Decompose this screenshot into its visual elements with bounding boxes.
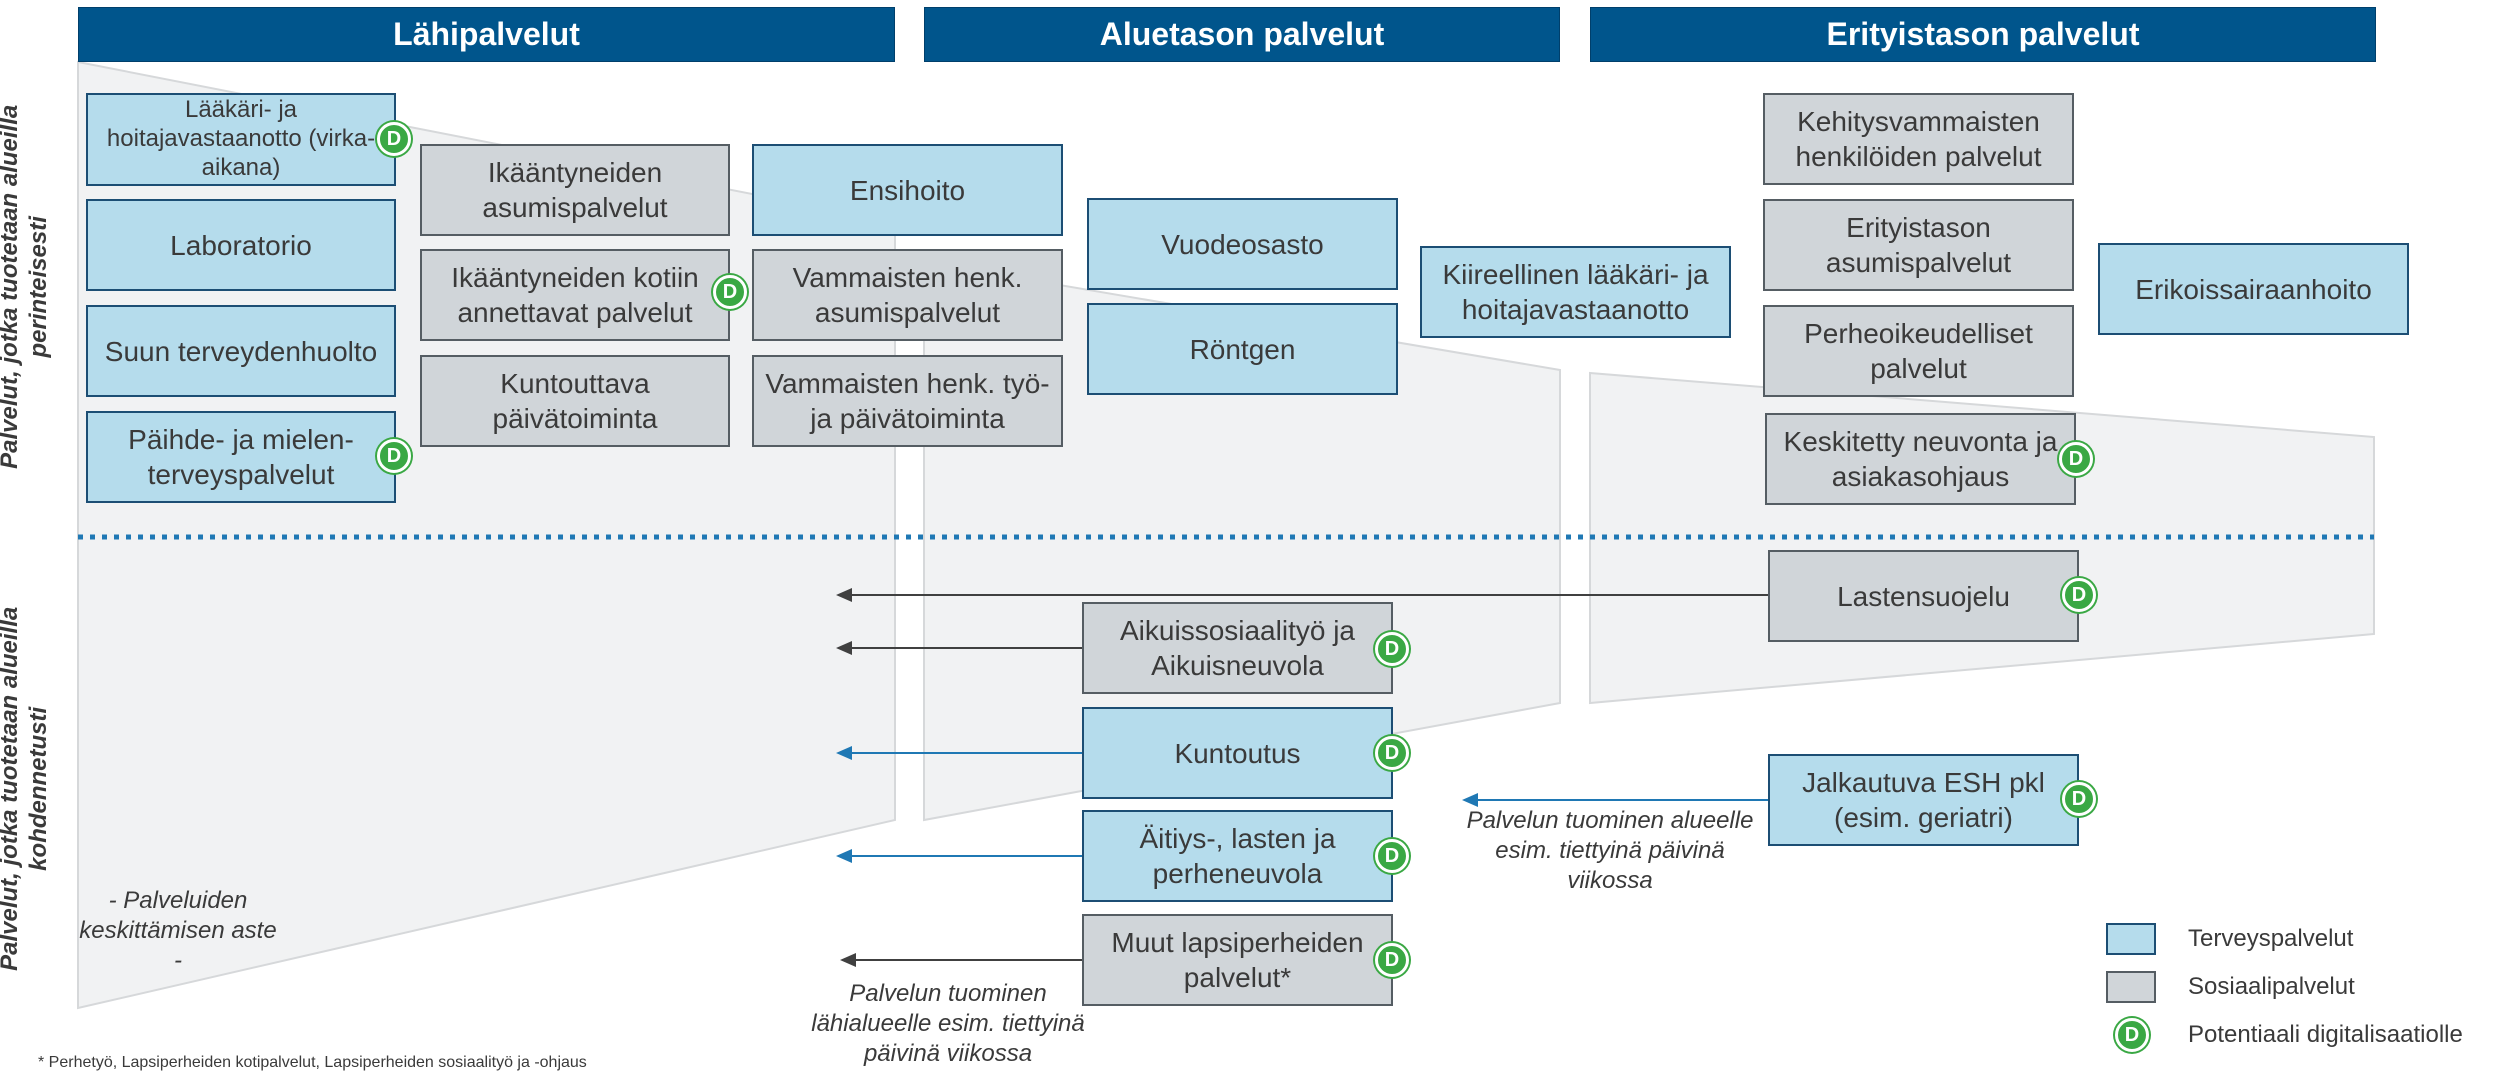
box-vuodeosasto: Vuodeosasto <box>1087 198 1398 290</box>
box-vammaisten-asumispalvelut: Vammaisten henk. asumispalvelut <box>752 249 1063 341</box>
header-erityistason-palvelut: Erityistason palvelut <box>1590 7 2376 62</box>
note-tuominen-lahialueelle: Palvelun tuominen lähialueelle esim. tie… <box>811 980 1085 1067</box>
digital-badge-icon: D <box>2062 578 2096 612</box>
box-suun-terveydenhuolto: Suun terveydenhuolto <box>86 305 396 397</box>
digital-badge-icon: D <box>2059 442 2093 476</box>
digital-badge-icon: D <box>377 122 411 156</box>
legend-swatch-terveys <box>2106 923 2156 955</box>
digital-badge-icon: D <box>1375 632 1409 666</box>
arrow-aitiys <box>836 849 1082 863</box>
box-muut-lapsiperheiden-palvelut: Muut lapsiperheiden palvelut* <box>1082 914 1393 1006</box>
box-laakari-hoitajavastaanotto: Lääkäri- ja hoitajavastaanotto (virka-ai… <box>86 93 396 186</box>
box-kehitysvammaisten-palvelut: Kehitysvammaisten henkilöiden palvelut <box>1763 93 2074 185</box>
box-jalkautuva-esh-pkl: Jalkautuva ESH pkl (esim. geriatri) <box>1768 754 2079 846</box>
side-label-perinteisesti: Palvelut, jotka tuotetaan alueilla perin… <box>0 104 52 469</box>
arrow-aikuissosiaalityo <box>836 641 1082 655</box>
box-paihde-mielenterveys: Päihde- ja mielen-terveyspalvelut <box>86 411 396 503</box>
arrow-jalkautuva <box>1462 793 1768 807</box>
legend-label-terveys: Terveyspalvelut <box>2188 925 2354 952</box>
digital-badge-icon: D <box>1375 943 1409 977</box>
box-aitiys-lasten-perheneuvola: Äitiys-, lasten ja perheneuvola <box>1082 810 1393 902</box>
header-lahipalvelut: Lähipalvelut <box>78 7 895 62</box>
header-aluetason-palvelut: Aluetason palvelut <box>924 7 1560 62</box>
box-ikaantyneiden-asumispalvelut: Ikääntyneiden asumispalvelut <box>420 144 730 236</box>
digital-badge-icon: D <box>1375 736 1409 770</box>
box-erikoissairaanhoito: Erikoissairaanhoito <box>2098 243 2409 335</box>
digital-badge-icon: D <box>1375 839 1409 873</box>
box-aikuissosiaalityo: Aikuissosiaalityö ja Aikuisneuvola <box>1082 602 1393 694</box>
digital-badge-icon: D <box>377 439 411 473</box>
box-laboratorio: Laboratorio <box>86 199 396 291</box>
box-perheoikeudelliset-palvelut: Perheoikeudelliset palvelut <box>1763 305 2074 397</box>
box-kuntouttava-paivatoiminta: Kuntouttava päivätoiminta <box>420 355 730 447</box>
box-ikaantyneiden-kotiin: Ikääntyneiden kotiin annettavat palvelut <box>420 249 730 341</box>
arrow-muut <box>840 953 1082 967</box>
digital-badge-icon: D <box>2062 782 2096 816</box>
box-keskitetty-neuvonta: Keskitetty neuvonta ja asiakasohjaus <box>1765 413 2076 505</box>
legend-swatch-sosiaali <box>2106 971 2156 1003</box>
note-tuominen-alueelle: Palvelun tuominen alueelle esim. tiettyi… <box>1466 807 1754 894</box>
box-ensihoito: Ensihoito <box>752 144 1063 236</box>
digital-badge-icon: D <box>713 275 747 309</box>
box-kuntoutus: Kuntoutus <box>1082 707 1393 799</box>
footnote: * Perhetyö, Lapsiperheiden kotipalvelut,… <box>38 1054 587 1071</box>
arrow-lastensuojelu <box>836 588 1768 602</box>
legend-label-sosiaali: Sosiaalipalvelut <box>2188 973 2355 1000</box>
digital-badge-icon: D <box>2115 1018 2149 1052</box>
box-kiireellinen-vastaanotto: Kiireellinen lääkäri- ja hoitajavastaano… <box>1420 246 1731 338</box>
side-label-kohdennetusti: Palvelut, jotka tuotetaan alueilla kohde… <box>0 606 52 971</box>
box-lastensuojelu: Lastensuojelu <box>1768 550 2079 642</box>
legend-label-digitalisaatio: Potentiaali digitalisaatiolle <box>2188 1021 2463 1048</box>
box-vammaisten-tyo-paivatoiminta: Vammaisten henk. työ- ja päivätoiminta <box>752 355 1063 447</box>
box-rontgen: Röntgen <box>1087 303 1398 395</box>
arrow-kuntoutus <box>836 746 1082 760</box>
box-erityistason-asumispalvelut: Erityistason asumispalvelut <box>1763 199 2074 291</box>
note-keskittamisen-aste: - Palveluiden keskittämisen aste - <box>79 887 277 974</box>
